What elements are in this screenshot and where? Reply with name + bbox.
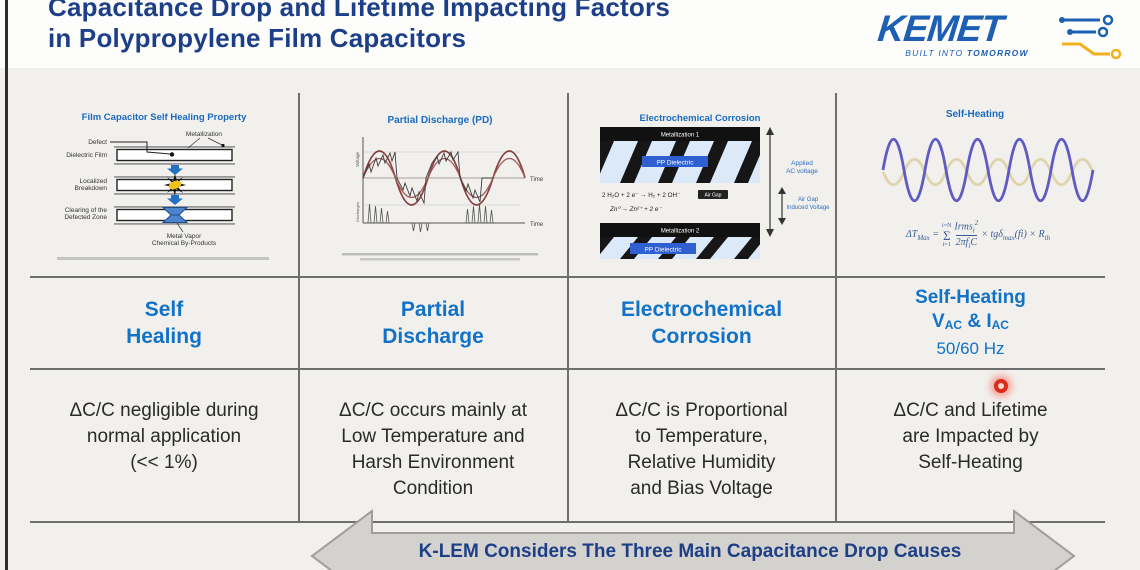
kemet-logo: KEMET BUILT INTO TOMORROW [868, 6, 1138, 64]
frequency-label: 50/60 Hz [936, 338, 1005, 358]
capacitor-layer-3 [114, 206, 235, 225]
figure2-title: Partial Discharge (PD) [387, 115, 492, 126]
metallization1-label: Metallization 1 [661, 133, 700, 139]
air-gap-induced-label-2: Induced Voltage [786, 205, 830, 211]
laser-pointer-dot [994, 379, 1008, 393]
air-gap-tag-label: Air Gap [705, 193, 722, 199]
figure1-title: Film Capacitor Self Healing Property [82, 112, 247, 123]
column-header-partial-discharge: Partial Discharge [382, 297, 484, 348]
label-metallization: Metallization [186, 131, 223, 138]
label-dielectric-film: Dielectric Film [66, 152, 107, 159]
source-citation [57, 257, 269, 260]
applied-voltage-arrow [766, 127, 774, 237]
metallization2-bar [600, 223, 760, 237]
vac-iac-line: VAC & IAC [932, 310, 1009, 332]
banner-text: K-LEM Considers The Three Main Capacitan… [418, 541, 962, 562]
applied-voltage-sine [362, 150, 526, 206]
source-citation [360, 258, 520, 261]
source-citation [342, 253, 538, 256]
cleared-zone-shape [161, 207, 189, 223]
pd-sawtooth-waveform [362, 150, 493, 205]
induced-voltage-arrow [778, 187, 786, 225]
label-defect: Defect [88, 139, 107, 146]
page-title: Capacitance Drop and Lifetime Impacting … [48, 0, 670, 54]
label-breakdown: Breakdown [74, 185, 107, 192]
figure4-title: Self-Heating [946, 109, 1004, 120]
kemet-circuit-icon [1059, 14, 1122, 60]
down-arrow-2 [167, 195, 183, 205]
reaction-equation-1: 2 H₂O + 2 e⁻ → H₂ + 2 OH⁻ [602, 192, 680, 199]
label-clearing: Clearing of the [65, 207, 108, 214]
kemet-tagline: BUILT INTO TOMORROW [905, 48, 1029, 58]
figure3-title: Electrochemical Corrosion [640, 113, 761, 124]
time-label-bottom: Time [530, 222, 544, 228]
voltage-sine-wave [881, 137, 1095, 203]
self-heating-figure: Self-Heating [881, 109, 1095, 203]
column-header-self-heating: Self-Heating VAC & IAC 50/60 Hz [915, 286, 1026, 358]
description-self-heating: ΔC/C and Lifetime are Impacted by Self-H… [893, 400, 1048, 473]
row-divider-1 [30, 276, 1105, 278]
column-divider-3 [835, 93, 837, 522]
column-header-self-healing: Self Healing [126, 297, 202, 348]
row-divider-2 [30, 368, 1105, 370]
metallization2-label: Metallization 2 [661, 229, 700, 235]
label-localized: Localized [80, 178, 108, 185]
description-electrochemical-corrosion: ΔC/C is Proportional to Temperature, Rel… [615, 400, 788, 499]
down-arrow-1 [167, 165, 183, 175]
column-divider-1 [298, 93, 300, 522]
column-divider-2 [567, 93, 569, 522]
kemet-wordmark: KEMET [875, 8, 1005, 49]
self-healing-figure: Film Capacitor Self Healing Property Def… [57, 112, 269, 260]
applied-ac-voltage-label-1: Applied [791, 160, 813, 167]
page-title-line2: in Polypropylene Film Capacitors [48, 23, 467, 53]
discharges-axis-label: Discharges [355, 202, 360, 222]
label-byproducts: Chemical By-Products [152, 240, 217, 247]
page-title-line1: Capacitance Drop and Lifetime Impacting … [48, 0, 670, 22]
metallization1-bar [600, 127, 760, 141]
description-partial-discharge: ΔC/C occurs mainly at Low Temperature an… [339, 400, 527, 499]
discharge-pulses [367, 203, 494, 233]
pp-dielectric-tag-1 [642, 156, 708, 167]
pd-plot: Voltage Time Discharges Time [355, 137, 544, 233]
reaction-equation-2: Zn⁰ → Zn²⁺ + 2 e⁻ [609, 206, 662, 213]
column-header-electrochemical-corrosion: Electrochemical Corrosion [620, 297, 783, 348]
capacitor-layer-1 [110, 141, 235, 165]
air-gap-tag [698, 190, 728, 199]
self-heating-formula: ΔTMax = i=N Σ i=1 Irmsi2 2πfiC × tgδmax(… [905, 219, 1051, 251]
double-arrow-shape [310, 509, 1076, 570]
label-metal-vapor: Metal Vapor [167, 233, 202, 240]
header-band [0, 0, 1140, 68]
row-divider-3 [30, 521, 1105, 523]
time-label-top: Time [530, 177, 544, 183]
partial-discharge-figure: Partial Discharge (PD) Voltage Time Disc… [342, 115, 544, 261]
air-gap-induced-label-1: Air Gap [798, 197, 819, 203]
cavity-voltage-sine [362, 158, 526, 198]
pp-dielectric-label-2: PP Dielectric [644, 247, 682, 254]
description-self-healing: ΔC/C negligible during normal applicatio… [69, 400, 259, 473]
voltage-axis-label: Voltage [355, 151, 360, 167]
applied-ac-voltage-label-2: AC voltage [786, 168, 818, 175]
banner-arrow [310, 509, 1076, 570]
slide-left-edge-line [5, 0, 8, 570]
formula-fraction: Irmsi2 2πfiC [954, 219, 979, 251]
pp-dielectric-label-1: PP Dielectric [656, 160, 694, 167]
label-defected-zone: Defected Zone [64, 214, 107, 221]
electrochemical-corrosion-figure: Electrochemical Corrosion Metallization … [600, 113, 830, 259]
summation-sign: i=N Σ i=1 [942, 222, 952, 248]
pp-dielectric-tag-2 [630, 243, 696, 254]
capacitor-layer-2 [114, 174, 235, 196]
